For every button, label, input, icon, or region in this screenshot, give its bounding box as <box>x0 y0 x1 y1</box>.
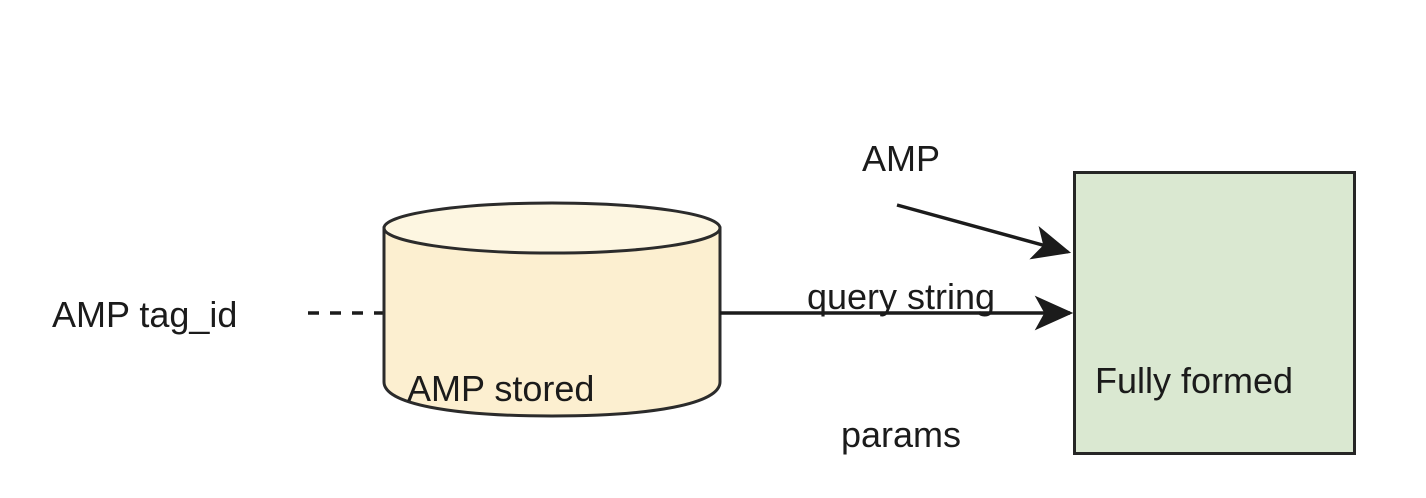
ortb-label-line1: Fully formed <box>1095 360 1294 401</box>
ortb-box-label: Fully formed ORTB <box>1095 268 1293 498</box>
ortb-label-line2: ORTB <box>1095 493 1293 498</box>
cylinder-label: AMP stored request template <box>407 276 675 498</box>
query-string-params-label: AMP query string params <box>770 44 1032 498</box>
ortb-box <box>1073 171 1356 455</box>
cylinder-top <box>382 201 722 255</box>
cylinder-label-line1: AMP stored <box>407 368 595 409</box>
amp-tag-id-label: AMP tag_id <box>52 294 238 335</box>
query-params-line1: AMP <box>861 138 940 179</box>
edge-params-to-ortb <box>896 203 1072 260</box>
query-params-line3: params <box>840 414 962 455</box>
cylinder-body <box>382 226 722 418</box>
query-params-line2: query string <box>806 276 996 317</box>
